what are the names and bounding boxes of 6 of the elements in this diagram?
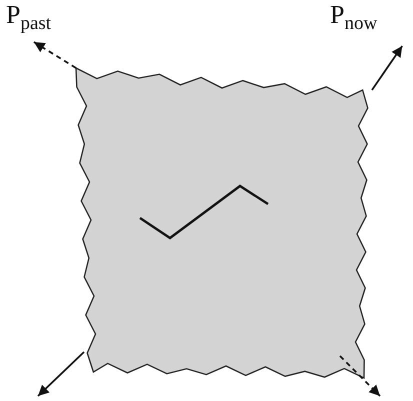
- arrow: [33, 41, 76, 69]
- probability-label: P$_{now}$: [330, 2, 406, 36]
- probability-label: P$_{past}$: [6, 2, 68, 36]
- arrow: [339, 355, 381, 397]
- arrow: [371, 45, 403, 91]
- arrow: [37, 351, 85, 397]
